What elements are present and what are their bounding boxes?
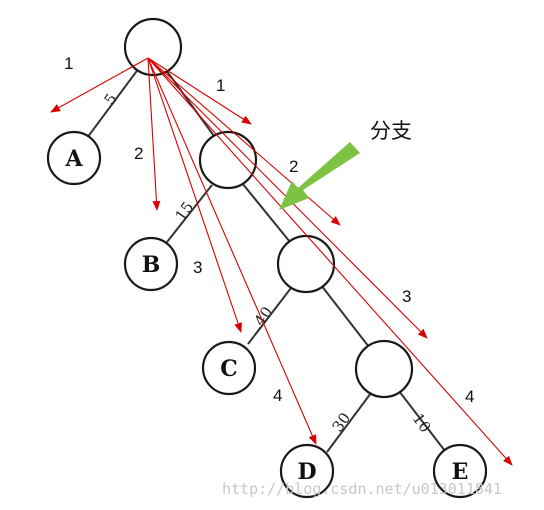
leaf-node-c [201, 340, 257, 396]
leaf-label-d: D [297, 459, 316, 485]
weight-15: 15 [172, 198, 198, 224]
branch-annotation: 分支 [279, 119, 412, 210]
edge-n1-n2 [241, 182, 291, 243]
leaf-node-e [432, 443, 488, 499]
root-node [123, 17, 183, 77]
internal-node-3 [354, 339, 414, 399]
arrow-to-d [147, 57, 317, 445]
arrow-to-c [147, 57, 242, 333]
depth-label-n2: 2 [289, 157, 298, 176]
leaf-node-a [46, 130, 102, 186]
internal-node-1 [198, 130, 258, 190]
weight-5: 5 [101, 90, 121, 108]
arrow-to-b [147, 57, 161, 211]
arrow-to-n1 [147, 57, 252, 125]
depth-label-d: 4 [273, 386, 282, 405]
weight-30: 30 [329, 409, 355, 435]
watermark-text: http://blog.csdn.net/u013011841 [222, 480, 502, 498]
depth-label-n1: 1 [216, 76, 225, 95]
path-arrows [50, 57, 513, 466]
leaf-label-b: B [142, 252, 161, 278]
leaf-label-a: A [64, 146, 83, 172]
edge-n1-b [166, 184, 213, 243]
edge-n2-c [247, 287, 292, 345]
leaf-node-d [279, 443, 335, 499]
depth-labels: 1 1 2 2 3 3 4 4 [64, 54, 474, 406]
branch-label: 分支 [370, 119, 412, 143]
edge-n3-e [398, 390, 446, 452]
arrow-to-a [50, 57, 149, 113]
arrow-to-e [147, 57, 513, 466]
edge-root-a [86, 67, 140, 139]
depth-label-e: 4 [465, 387, 474, 406]
leaf-label-c: C [220, 356, 238, 382]
edge-n3-d [326, 392, 372, 453]
leaf-node-b [123, 236, 179, 292]
weight-40: 40 [251, 303, 277, 329]
depth-label-a: 1 [64, 54, 73, 73]
leaf-label-e: E [452, 459, 469, 485]
depth-label-n3: 3 [402, 287, 411, 306]
edge-n2-n3 [320, 284, 370, 348]
internal-node-2 [276, 234, 336, 294]
depth-label-b: 2 [134, 144, 143, 163]
leaf-labels: A B C D E [64, 146, 468, 485]
tree-nodes [46, 17, 488, 499]
branch-arrow [279, 142, 360, 210]
depth-label-c: 3 [193, 258, 202, 277]
